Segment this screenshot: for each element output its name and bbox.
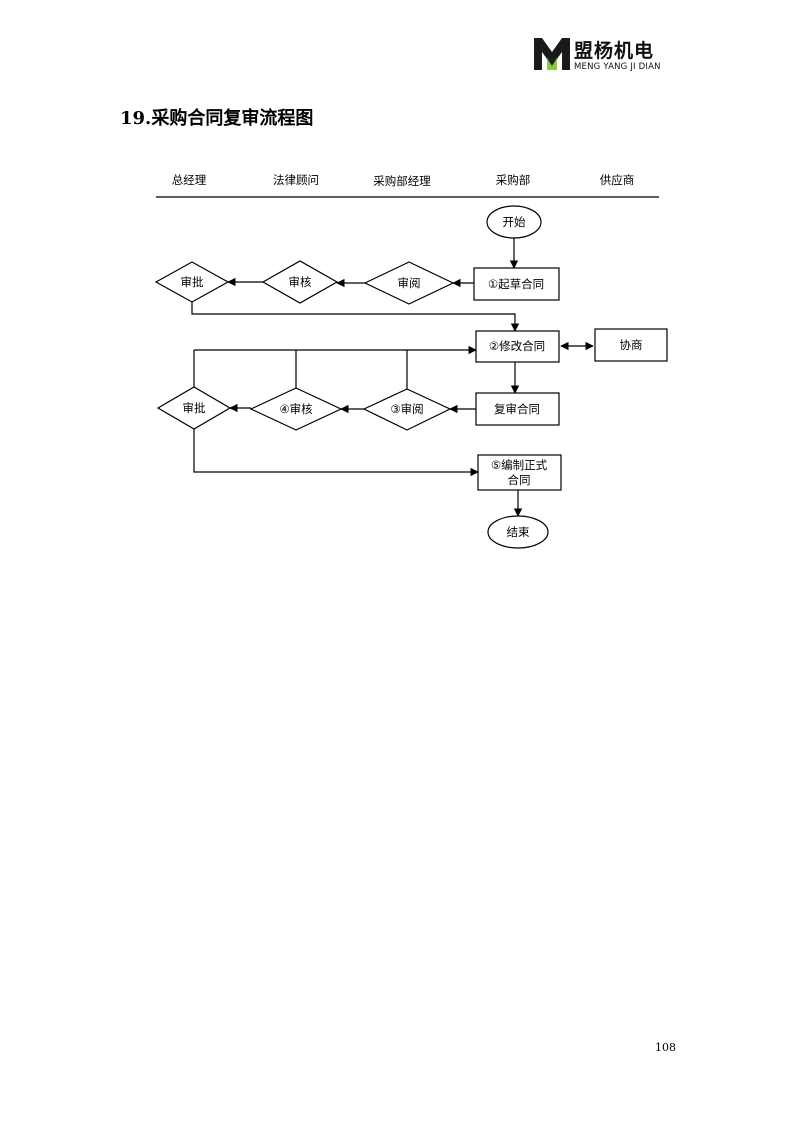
arrow-approve-revise [191,302,520,332]
lane-label-purchasing-manager: 采购部经理 [373,174,431,188]
negotiate-label: 协商 [620,338,643,352]
arrow-approve-formal [193,429,479,477]
formal-contract-label-line1: ⑤编制正式 [491,458,548,472]
recheck-contract-box [475,392,560,426]
end-label: 结束 [507,525,530,539]
review-top-label: 审阅 [398,276,421,290]
lane-label-legal-advisor: 法律顾问 [273,173,319,187]
draft-contract-label: ①起草合同 [488,277,544,291]
negotiate-box [594,328,668,362]
review-bottom-label: ③审阅 [390,402,423,416]
audit-bottom-label: ④审核 [279,402,313,416]
brand-logo: 盟杨机电 MENG YANG JI DIAN [534,36,674,76]
audit-top-label: 审核 [289,275,312,289]
page-number: 108 [655,1041,676,1054]
revise-contract-label: ②修改合同 [489,339,545,353]
formal-contract-label-line2: 合同 [508,473,531,487]
logo-mark-icon [534,38,570,70]
end-node [487,515,549,549]
lane-label-general-manager: 总经理 [172,173,207,187]
brand-name: 盟杨机电 [574,40,655,62]
lane-label-purchasing-dept: 采购部 [496,173,531,187]
start-label: 开始 [503,215,526,229]
approve-bottom-label: 审批 [183,401,206,415]
formal-contract-box [477,454,562,491]
draft-contract-box [473,267,560,301]
brand-subtitle: MENG YANG JI DIAN [574,62,661,72]
recheck-contract-label: 复审合同 [494,402,540,416]
lane-label-supplier: 供应商 [600,173,635,187]
page-title: 19.采购合同复审流程图 [120,108,314,129]
approve-top-label: 审批 [181,275,204,289]
